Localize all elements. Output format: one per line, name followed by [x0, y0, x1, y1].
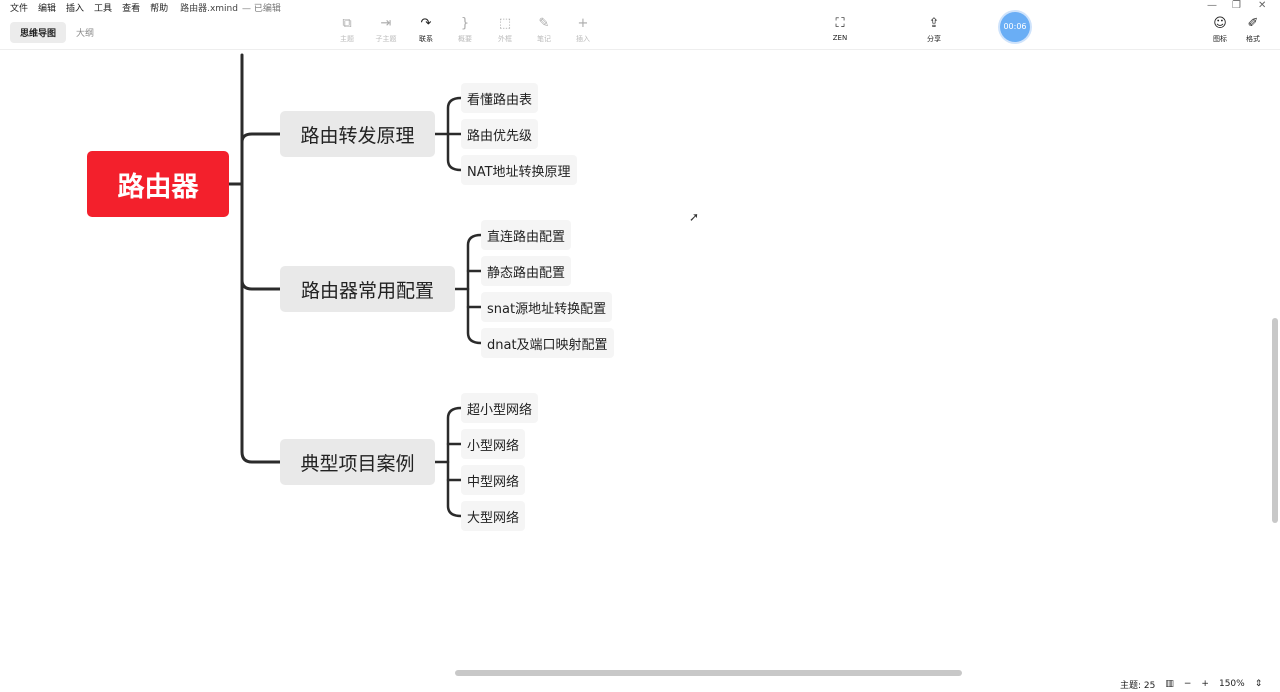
summary-label: 概要 [458, 35, 472, 43]
close-icon[interactable]: ✕ [1258, 0, 1267, 11]
subtopic[interactable]: 路由优先级 [461, 119, 539, 149]
boundary-icon: ⬚ [498, 16, 512, 31]
status-bar: 主题: 25 ▥ − + 150% ⇕ [1120, 676, 1272, 692]
toolbar: ⧉ 主题 ⇥ 子主题 ↷ 联系 } 概要 ⬚ 外框 ✎ 笔记 + 插入 ⛶ ZEN ⇪ 分享 ☺ 图… [0, 14, 1280, 48]
plus-icon: + [577, 16, 589, 31]
subtopic[interactable]: 看懂路由表 [461, 83, 539, 113]
topic2-branch [466, 233, 483, 345]
subtopic[interactable]: 大型网络 [461, 501, 526, 531]
subtopic[interactable]: 小型网络 [461, 429, 526, 459]
subtopic[interactable]: NAT地址转换原理 [461, 155, 577, 185]
tab-mindmap[interactable]: 思维导图 [10, 21, 67, 43]
subtopic[interactable]: 中型网络 [461, 465, 526, 495]
fullscreen-icon: ⛶ [835, 16, 845, 31]
menu-edit[interactable]: 编辑 [38, 3, 57, 14]
note-label: 笔记 [537, 35, 551, 43]
icon-panel-label: 图标 [1213, 35, 1227, 43]
book-icon[interactable]: ▥ [1165, 679, 1174, 689]
zoom-in-button[interactable]: + [1201, 679, 1209, 689]
zoom-level[interactable]: 150% [1218, 679, 1245, 689]
zoom-stepper-icon[interactable]: ⇕ [1254, 679, 1263, 689]
zen-button[interactable]: ⛶ ZEN [823, 14, 857, 42]
root-topic[interactable]: 路由器 [87, 151, 229, 217]
menu-insert[interactable]: 插入 [66, 3, 85, 14]
restore-icon[interactable]: ❐ [1232, 0, 1241, 11]
icon-panel-button[interactable]: ☺ 图标 [1203, 14, 1237, 44]
main-topic[interactable]: 典型项目案例 [280, 439, 435, 485]
trunk-to-topic-1 [240, 132, 282, 144]
file-status: — 已编辑 [241, 3, 281, 14]
summary-button[interactable]: } 概要 [448, 14, 482, 44]
menu-view[interactable]: 查看 [122, 3, 141, 14]
format-panel-label: 格式 [1246, 35, 1260, 43]
boundary-label: 外框 [498, 35, 512, 43]
topic-count: 主题: 25 [1120, 680, 1156, 691]
note-icon: ✎ [538, 16, 550, 31]
subtopic-label: 子主题 [375, 35, 397, 43]
main-trunk [240, 53, 282, 464]
view-tabs: 思维导图 大纲 [10, 21, 104, 43]
timer-badge[interactable]: 00:06 [1000, 12, 1030, 42]
menu-bar: 文件 编辑 插入 工具 查看 帮助 路由器.xmind — 已编辑 [0, 0, 420, 14]
topic-icon: ⧉ [342, 16, 352, 31]
relation-button[interactable]: ↷ 联系 [409, 14, 443, 44]
subtopic[interactable]: 直连路由配置 [481, 220, 572, 250]
topic-label: 主题 [340, 35, 354, 43]
menu-tools[interactable]: 工具 [94, 3, 113, 14]
subtopic-button[interactable]: ⇥ 子主题 [369, 14, 403, 44]
insert-label: 插入 [576, 35, 590, 43]
subtopic[interactable]: dnat及端口映射配置 [481, 328, 614, 358]
insert-button[interactable]: + 插入 [566, 14, 600, 44]
note-button[interactable]: ✎ 笔记 [527, 14, 561, 44]
relation-icon: ↷ [420, 16, 432, 31]
smiley-icon: ☺ [1213, 16, 1227, 31]
subtopic[interactable]: 静态路由配置 [481, 256, 572, 286]
menu-help[interactable]: 帮助 [150, 3, 169, 14]
share-label: 分享 [927, 35, 941, 43]
file-name: 路由器.xmind [180, 3, 238, 14]
subtopic[interactable]: 超小型网络 [461, 393, 539, 423]
share-icon: ⇪ [928, 16, 940, 31]
subtopic-icon: ⇥ [380, 16, 392, 31]
boundary-button[interactable]: ⬚ 外框 [488, 14, 522, 44]
main-topic[interactable]: 路由转发原理 [280, 111, 435, 157]
share-button[interactable]: ⇪ 分享 [917, 14, 951, 44]
vertical-scrollbar[interactable] [1272, 318, 1278, 523]
summary-icon: } [460, 16, 470, 31]
subtopic[interactable]: snat源地址转换配置 [481, 292, 613, 322]
format-panel-button[interactable]: ✐ 格式 [1236, 14, 1270, 44]
topic3-branch [446, 406, 463, 518]
brush-icon: ✐ [1247, 16, 1259, 31]
tab-outline[interactable]: 大纲 [76, 28, 95, 39]
horizontal-scrollbar[interactable] [455, 670, 962, 676]
mouse-cursor-icon: ➚ [689, 210, 700, 224]
topic-button[interactable]: ⧉ 主题 [330, 14, 364, 44]
menu-file[interactable]: 文件 [10, 3, 29, 14]
toolbar-divider [0, 49, 1280, 50]
relation-label: 联系 [419, 35, 433, 43]
zen-label: ZEN [832, 34, 848, 42]
trunk-to-topic-2 [240, 278, 282, 291]
minimize-icon[interactable]: — [1207, 0, 1217, 11]
main-topic[interactable]: 路由器常用配置 [280, 266, 455, 312]
zoom-out-button[interactable]: − [1183, 679, 1192, 689]
